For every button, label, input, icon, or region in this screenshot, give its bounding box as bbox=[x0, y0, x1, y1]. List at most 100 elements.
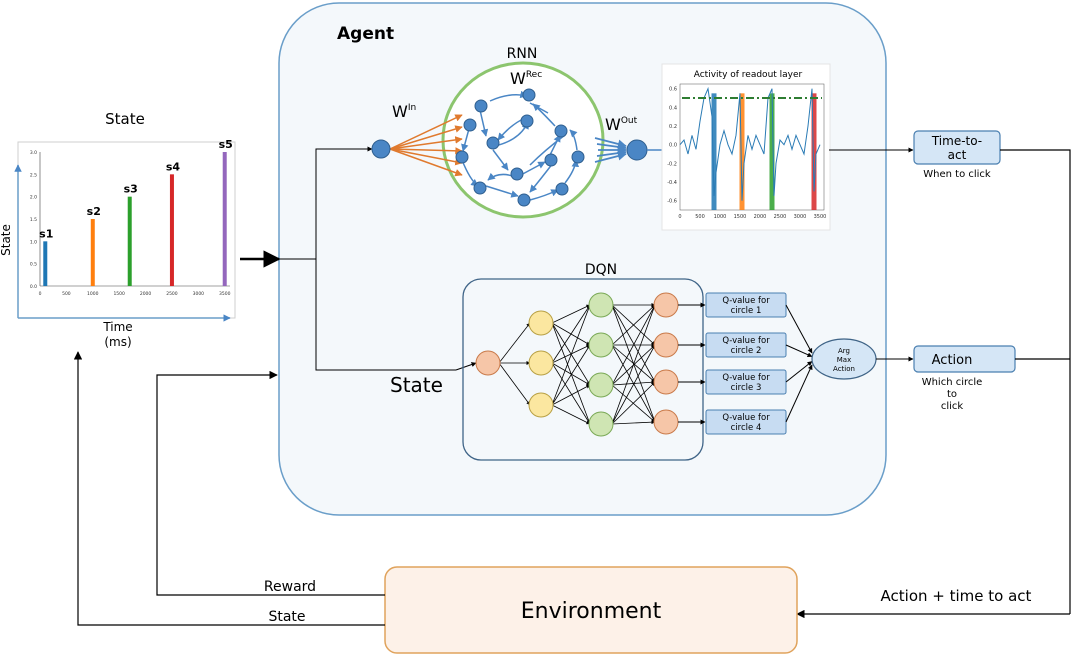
state-xtick: 500 bbox=[62, 291, 71, 297]
readout-xtick: 2000 bbox=[754, 214, 767, 220]
state-bar-s3 bbox=[127, 196, 132, 286]
dqn-edge bbox=[498, 362, 531, 406]
agent-title: Agent bbox=[337, 24, 394, 44]
qvalue-to-argmax-arrow bbox=[785, 304, 813, 354]
qvalue-to-argmax-arrow bbox=[785, 361, 813, 383]
dqn-edge bbox=[551, 304, 591, 324]
readout-xtick: 3500 bbox=[814, 214, 827, 220]
readout-ytick: 0.4 bbox=[669, 105, 677, 111]
time-to-act-line2: act bbox=[948, 148, 967, 162]
state-xtick: 2000 bbox=[140, 291, 152, 297]
argmax-line3: Action bbox=[833, 365, 855, 373]
state-ylabel: State bbox=[0, 224, 13, 256]
reward-arrow bbox=[156, 370, 385, 596]
dqn-node-layer-2 bbox=[528, 392, 554, 418]
rnn-title: RNN bbox=[507, 46, 538, 62]
argmax-line1: Arg bbox=[838, 347, 850, 355]
rnn-nodes bbox=[455, 88, 585, 207]
dqn-node-layer-3 bbox=[588, 372, 614, 398]
state-bar-label: s3 bbox=[124, 183, 138, 196]
state-bar-label: s2 bbox=[87, 205, 101, 218]
qvalue-label-line1: Q-value for bbox=[722, 336, 770, 346]
readout-xtick: 1000 bbox=[714, 214, 727, 220]
state-chart-frame bbox=[17, 141, 236, 319]
action-label: Action bbox=[932, 353, 973, 368]
state-xlabel-line1: Time bbox=[102, 320, 132, 334]
qvalue-label-line2: circle 1 bbox=[731, 306, 762, 316]
state-to-rnn-arrow bbox=[279, 146, 373, 260]
state-panel-title: State bbox=[105, 110, 145, 128]
rnn-output-arrows bbox=[594, 137, 627, 163]
qvalue-label-line2: circle 3 bbox=[731, 383, 762, 393]
dqn-node-layer-3 bbox=[588, 332, 614, 358]
readout-xtick: 1500 bbox=[734, 214, 747, 220]
readout-activity-line bbox=[679, 86, 821, 201]
state-ytick: 3.0 bbox=[30, 150, 37, 156]
state-ytick: 2.5 bbox=[30, 172, 37, 178]
dqn-edge bbox=[611, 304, 656, 386]
dqn-edge bbox=[551, 362, 591, 386]
readout-ytick: -0.2 bbox=[667, 161, 677, 167]
state-bar-s1 bbox=[43, 241, 48, 286]
dqn-box bbox=[462, 278, 704, 461]
readout-axes-frame bbox=[679, 83, 825, 211]
reward-label: Reward bbox=[264, 579, 316, 595]
state-feedback-label: State bbox=[268, 609, 305, 625]
readout-xtick: 2500 bbox=[774, 214, 787, 220]
readout-ytick: -0.6 bbox=[667, 199, 677, 205]
dqn-edge bbox=[551, 404, 591, 425]
state-xtick: 1500 bbox=[113, 291, 125, 297]
dqn-node-layer-3 bbox=[588, 292, 614, 318]
dqn-edge bbox=[611, 304, 656, 383]
state-xtick: 3500 bbox=[219, 291, 231, 297]
state-xtick: 2500 bbox=[166, 291, 178, 297]
dqn-edge bbox=[611, 304, 656, 425]
argmax-line2: Max bbox=[837, 356, 851, 364]
state-to-dqn-line bbox=[315, 259, 456, 371]
readout-title: Activity of readout layer bbox=[694, 70, 803, 80]
dqn-node-layer-4 bbox=[653, 369, 679, 395]
state-ytick: 2.0 bbox=[30, 195, 37, 201]
action-caption-line1: Which circle bbox=[922, 377, 983, 388]
state-ytick: 1.5 bbox=[30, 217, 37, 223]
state-bar-label: s4 bbox=[166, 160, 181, 173]
readout-ytick: -0.4 bbox=[667, 180, 677, 186]
dqn-state-label: State bbox=[390, 373, 443, 397]
w-out-label: WOut bbox=[605, 115, 638, 134]
qvalue-to-argmax-arrow bbox=[785, 364, 813, 423]
state-xtick: 0 bbox=[39, 291, 42, 297]
readout-xtick: 0 bbox=[678, 214, 681, 220]
rnn-output-node bbox=[626, 139, 648, 161]
qvalue-label-line1: Q-value for bbox=[722, 373, 770, 383]
action-caption-line3: click bbox=[941, 401, 964, 412]
state-bar-s4 bbox=[169, 174, 174, 286]
dqn-node-layer-1 bbox=[475, 350, 501, 376]
readout-ytick: 0.0 bbox=[669, 143, 677, 149]
environment-box bbox=[384, 566, 798, 654]
state-xlabel-line2: (ms) bbox=[104, 335, 131, 349]
dqn-edge bbox=[551, 384, 591, 406]
dqn-node-layer-4 bbox=[653, 292, 679, 318]
state-xtick: 3000 bbox=[193, 291, 205, 297]
environment-label: Environment bbox=[521, 599, 662, 624]
qvalue-label-line1: Q-value for bbox=[722, 413, 770, 423]
state-bar-label: s5 bbox=[219, 138, 233, 151]
dqn-node-layer-4 bbox=[653, 409, 679, 435]
rnn-input-node bbox=[371, 139, 391, 159]
dqn-edge bbox=[551, 362, 591, 425]
dqn-node-layer-2 bbox=[528, 350, 554, 376]
dqn-edge bbox=[498, 322, 531, 364]
dqn-node-layer-3 bbox=[588, 411, 614, 437]
dqn-edge bbox=[611, 304, 656, 346]
readout-xtick: 3000 bbox=[794, 214, 807, 220]
state-bar-s5 bbox=[222, 152, 227, 286]
dqn-edge bbox=[551, 344, 591, 406]
qvalue-label-line1: Q-value for bbox=[722, 296, 770, 306]
readout-spike bbox=[739, 93, 745, 210]
readout-spike bbox=[711, 93, 717, 210]
action-caption-line2: to bbox=[947, 389, 957, 400]
state-bar-s2 bbox=[90, 219, 95, 286]
